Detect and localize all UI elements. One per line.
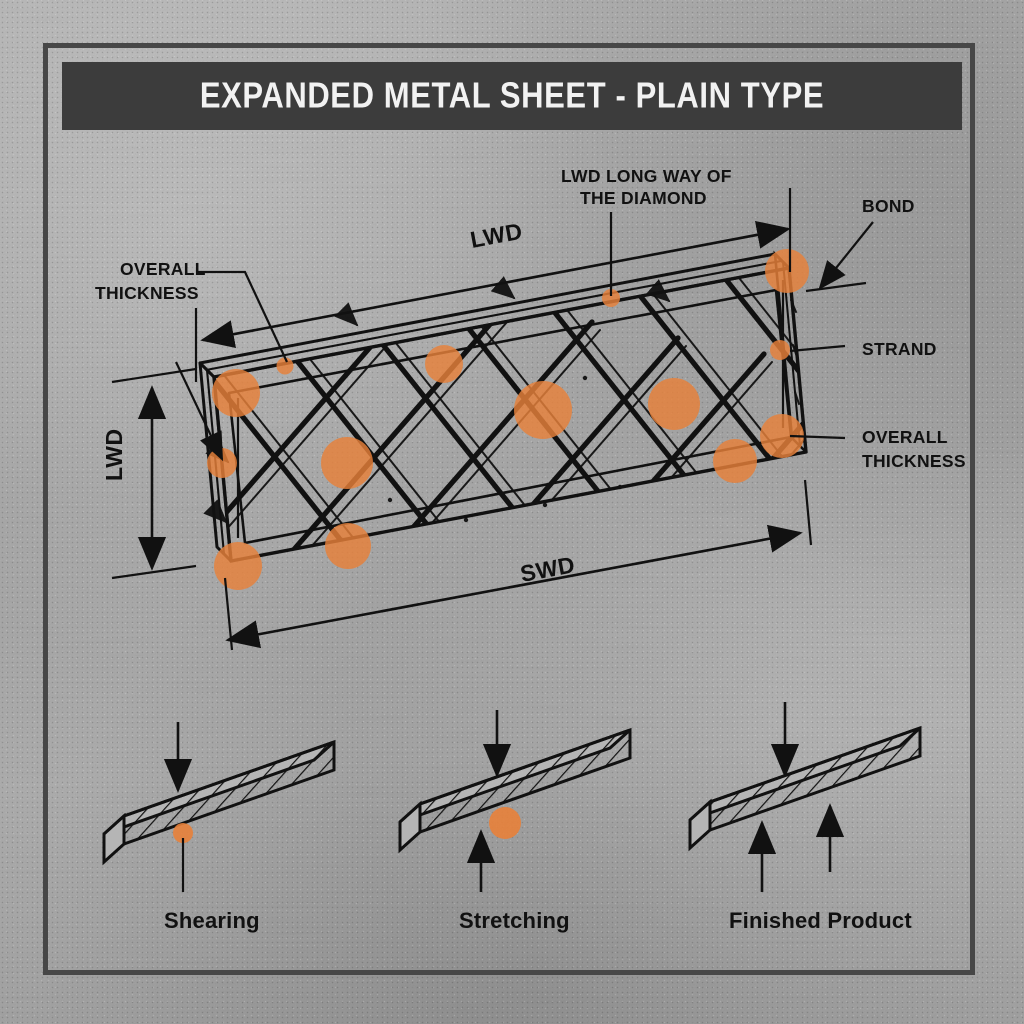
node-marker xyxy=(207,448,237,478)
process-step-finished: Finished Product xyxy=(688,702,922,933)
label-lwd-long-way-line2: THE DIAMOND xyxy=(580,188,707,208)
node-marker xyxy=(425,345,463,383)
node-marker xyxy=(648,378,700,430)
process-step-shearing: Shearing xyxy=(102,722,336,933)
node-marker xyxy=(514,381,572,439)
title-bar: EXPANDED METAL SHEET - PLAIN TYPE xyxy=(62,62,962,130)
label-shearing: Shearing xyxy=(164,908,260,933)
label-finished-product: Finished Product xyxy=(729,908,912,933)
bar-finished xyxy=(688,725,922,852)
page-title: EXPANDED METAL SHEET - PLAIN TYPE xyxy=(199,75,825,116)
node-marker xyxy=(325,523,371,569)
node-marker-stretching xyxy=(489,807,521,839)
node-marker xyxy=(321,437,373,489)
dimension-lines xyxy=(111,188,813,651)
bar-stretching xyxy=(398,727,632,854)
label-strand: STRAND xyxy=(862,339,937,359)
node-marker xyxy=(765,249,809,293)
node-marker xyxy=(214,542,262,590)
expanded-metal-panel xyxy=(198,249,809,590)
label-lwd-top: LWD xyxy=(468,218,524,253)
bar-shearing xyxy=(102,739,336,866)
diagram-labels: LWD LONG WAY OF THE DIAMOND BOND STRAND … xyxy=(95,166,966,587)
label-lwd-side: LWD xyxy=(101,428,127,481)
node-marker xyxy=(212,369,260,417)
label-swd-bottom: SWD xyxy=(518,551,577,587)
label-lwd-long-way-line1: LWD LONG WAY OF xyxy=(561,166,732,186)
node-marker xyxy=(760,414,804,458)
label-overall-thickness-right-line2: THICKNESS xyxy=(862,451,966,471)
label-overall-thickness-right-line1: OVERALL xyxy=(862,427,948,447)
leader-lines xyxy=(175,212,874,462)
node-marker-shearing xyxy=(173,823,193,843)
process-step-stretching: Stretching xyxy=(398,710,632,933)
node-marker xyxy=(276,357,294,375)
label-overall-thickness-left-line2: THICKNESS xyxy=(95,283,199,303)
node-marker xyxy=(713,439,757,483)
poster-border xyxy=(43,43,975,975)
label-bond: BOND xyxy=(862,196,915,216)
label-stretching: Stretching xyxy=(459,908,570,933)
label-overall-thickness-left-line1: OVERALL xyxy=(120,259,206,279)
node-marker xyxy=(770,340,790,360)
